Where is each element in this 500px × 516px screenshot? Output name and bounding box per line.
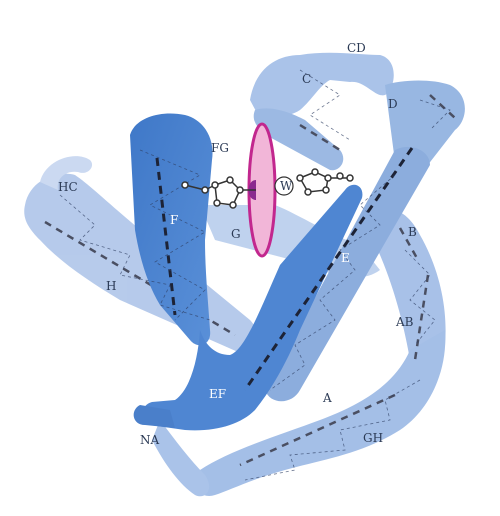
helix-c-ribbon xyxy=(253,108,344,171)
histidine-left-icon xyxy=(181,176,256,209)
axis-c xyxy=(299,123,341,152)
back-helices xyxy=(24,52,465,497)
label-fg: FG xyxy=(211,141,229,155)
axis-ab xyxy=(413,274,430,361)
cd-loop-ribbon xyxy=(250,52,394,117)
helix-f-ribbon xyxy=(130,113,213,346)
label-w: W xyxy=(280,179,293,193)
heme-group xyxy=(181,122,354,258)
axis-d xyxy=(429,94,456,119)
label-d: D xyxy=(388,97,398,111)
helix-labels: CD C D FG HC F G W B E H AB EF A NA GH xyxy=(58,41,417,447)
helix-a-ribbon xyxy=(195,330,446,496)
axis-a xyxy=(239,393,396,467)
na-tail xyxy=(133,405,175,428)
label-ab: AB xyxy=(395,315,414,329)
label-g: G xyxy=(231,227,241,241)
label-cd: CD xyxy=(347,41,366,55)
label-h: H xyxy=(106,279,116,293)
label-b: B xyxy=(408,225,417,239)
helix-e-ribbon xyxy=(265,146,430,402)
axis-e xyxy=(243,147,414,391)
helix-g-ribbon xyxy=(200,205,380,278)
label-e: E xyxy=(341,251,350,265)
gh-loop-ribbon xyxy=(152,420,210,497)
label-f: F xyxy=(170,213,178,227)
label-hc: HC xyxy=(58,180,78,194)
axis-b xyxy=(398,227,420,261)
helix-detail-lines xyxy=(59,69,451,481)
label-ef: EF xyxy=(209,387,226,401)
label-na: NA xyxy=(140,433,160,447)
helix-axes-front xyxy=(155,147,414,391)
label-a: A xyxy=(322,391,332,405)
helix-hc-hook xyxy=(40,156,93,190)
helix-b-ribbon xyxy=(373,208,446,367)
histidine-right-icon xyxy=(274,168,354,196)
label-c: C xyxy=(302,72,311,86)
label-gh: GH xyxy=(363,431,383,445)
ef-na-ribbon xyxy=(142,184,363,431)
axis-f xyxy=(155,157,177,316)
water-site-icon xyxy=(274,176,294,196)
